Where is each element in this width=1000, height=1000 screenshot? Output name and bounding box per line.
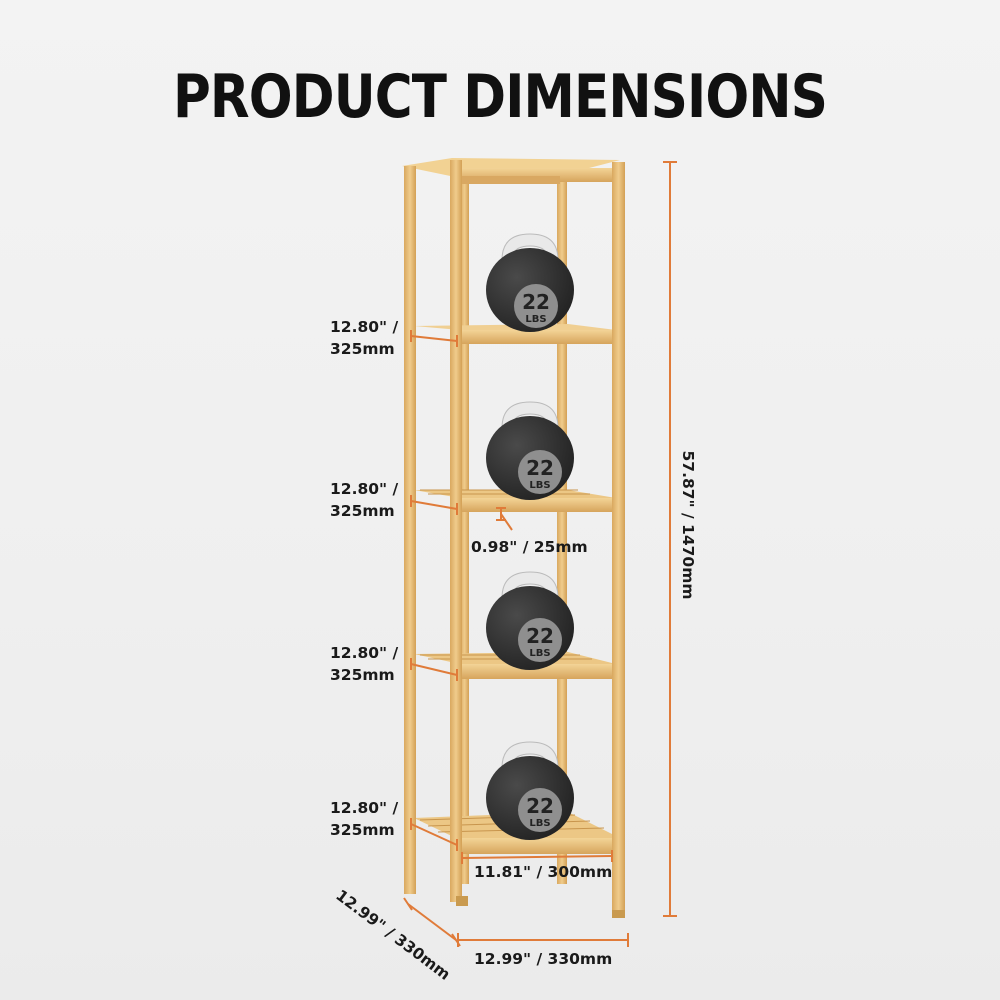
svg-text:LBS: LBS	[525, 314, 546, 325]
depth-dimension-line	[407, 903, 457, 941]
total-height-label: 57.87" / 1470mm	[679, 450, 697, 600]
svg-text:22: 22	[526, 624, 554, 648]
kettlebell-1: 22 LBS	[486, 233, 574, 332]
front-left-post	[404, 166, 416, 894]
kettlebell-3: 22 LBS	[486, 571, 574, 670]
shelf-gap-1-label: 12.80" /325mm	[330, 318, 399, 358]
svg-text:22: 22	[526, 456, 554, 480]
shelf-width-label: 11.81" / 300mm	[474, 863, 613, 881]
shelf-gap-4-label: 12.80" /325mm	[330, 799, 399, 839]
kettlebell-4: 22 LBS	[486, 741, 574, 840]
shelf-gap-2-label: 12.80" /325mm	[330, 480, 399, 520]
svg-text:LBS: LBS	[529, 480, 550, 491]
front-left-inner-post	[450, 160, 462, 902]
width-label: 12.99" / 330mm	[474, 950, 613, 968]
dimension-lines	[403, 161, 677, 947]
shelf-4-depth-marker	[410, 823, 458, 846]
top-frame	[402, 158, 620, 184]
shelf-1-depth-marker	[410, 335, 458, 342]
shelf-2-depth-marker	[410, 500, 458, 510]
back-right-post	[557, 180, 567, 884]
kettlebell-2: 22 LBS	[486, 401, 574, 500]
svg-text:22: 22	[522, 290, 550, 314]
board-thickness-label: 0.98" / 25mm	[471, 538, 588, 556]
svg-text:22: 22	[526, 794, 554, 818]
shelf-gap-3-label: 12.80" /325mm	[330, 644, 399, 684]
shelf-width-line	[461, 855, 613, 859]
svg-text:LBS: LBS	[529, 648, 550, 659]
back-left-post	[460, 172, 469, 884]
svg-text:LBS: LBS	[529, 818, 550, 829]
page-title: PRODUCT DIMENSIONS	[172, 62, 828, 132]
front-right-post	[612, 162, 625, 918]
shelf-3-depth-marker	[410, 663, 458, 676]
